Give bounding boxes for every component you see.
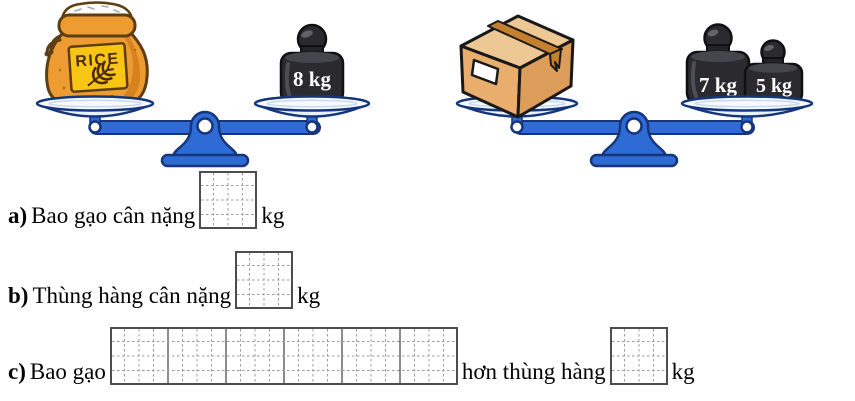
cardboard-box [459, 14, 575, 119]
box-label [470, 58, 500, 86]
weight-8kg: 8 kg [279, 23, 345, 105]
answer-box-a[interactable] [199, 171, 258, 229]
question-text: hơn thùng hàng [461, 358, 606, 384]
question-marker: c) [8, 358, 26, 384]
scale-pan-right [253, 95, 371, 118]
question-c: c) Bao gạo hơn thùng hàng kg [8, 327, 695, 385]
weight-label: 5 kg [756, 75, 792, 97]
question-text: Bao gạo cân nặng [31, 202, 196, 228]
fulcrum [589, 110, 679, 168]
box-tape-tail [549, 48, 562, 72]
balance-scale-right: 7 kg 5 kg [455, 14, 814, 168]
pivot-dot [305, 120, 319, 134]
balance-scale-left: RICE 8 kg [35, 1, 371, 168]
pivot-dot [510, 120, 524, 134]
pivot-dot [88, 120, 102, 134]
pivot-dot [740, 120, 754, 134]
question-text: Bao gạo [29, 358, 106, 384]
unit-label: kg [671, 358, 695, 384]
weight-label: 8 kg [293, 67, 331, 91]
weight-5kg: 5 kg [743, 39, 804, 105]
rice-bag: RICE [44, 1, 149, 105]
answer-box-c-small[interactable] [609, 327, 668, 385]
bag-tie [45, 34, 62, 54]
unit-label: kg [297, 282, 321, 308]
wheat-icon [87, 60, 116, 87]
question-a: a) Bao gạo cân nặng kg [8, 171, 284, 229]
answer-box-b[interactable] [235, 251, 294, 309]
unit-label: kg [261, 202, 285, 228]
question-b: b) Thùng hàng cân nặng kg [8, 251, 320, 309]
weight-label: 7 kg [699, 73, 737, 97]
weight-7kg: 7 kg [685, 23, 751, 105]
scale-pan-right [680, 95, 814, 118]
bag-cuff [57, 13, 137, 38]
fulcrum [160, 110, 250, 168]
rice-label: RICE [67, 42, 129, 93]
scale-pan-left [35, 95, 155, 118]
answer-box-c-long[interactable] [109, 327, 458, 385]
question-text: Thùng hàng cân nặng [32, 282, 232, 308]
question-marker: b) [8, 282, 29, 308]
question-marker: a) [8, 202, 28, 228]
